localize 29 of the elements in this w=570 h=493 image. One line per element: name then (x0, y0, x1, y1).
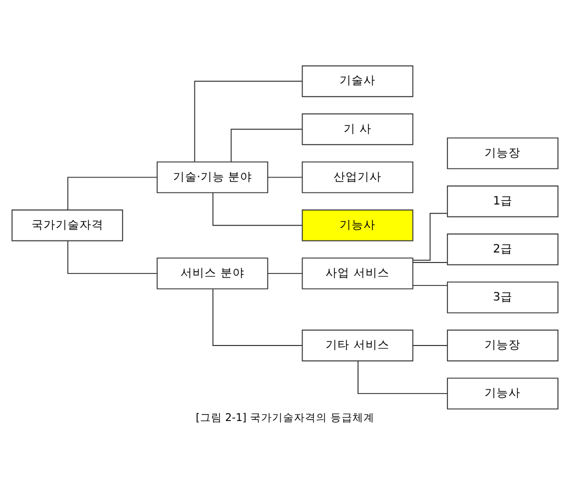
node-box: 기술사 (302, 64, 414, 97)
connector (412, 212, 448, 260)
connector (358, 360, 448, 394)
connector (67, 176, 158, 210)
connector (212, 192, 303, 226)
connector (194, 80, 302, 162)
connector (67, 240, 158, 274)
node-box: 사업 서비스 (302, 257, 414, 289)
caption: [그림 2-1] 국가기술자격의 등급체계 (196, 412, 374, 424)
node-box: 3급 (446, 281, 558, 313)
connector (412, 262, 448, 263)
connector (212, 288, 303, 346)
node-box: 기술·기능 분야 (156, 160, 268, 193)
connector (267, 176, 303, 178)
node-box: 기능장 (446, 136, 558, 169)
node-box: 기 사 (302, 112, 414, 145)
node-box: 산업기사 (302, 160, 414, 193)
node-box: 기능사 (302, 209, 414, 241)
node-box: 국가기술자격 (12, 209, 124, 241)
node-box: 기능장 (446, 329, 558, 361)
connector (412, 284, 448, 286)
connector (412, 344, 448, 346)
node-box: 서비스 분야 (156, 257, 268, 289)
node-box: 1급 (446, 185, 558, 217)
node-box: 2급 (446, 233, 558, 265)
node-box: 기타 서비스 (302, 329, 414, 361)
node-box: 기능사 (446, 377, 558, 409)
connector (267, 272, 303, 274)
connector (230, 128, 303, 162)
